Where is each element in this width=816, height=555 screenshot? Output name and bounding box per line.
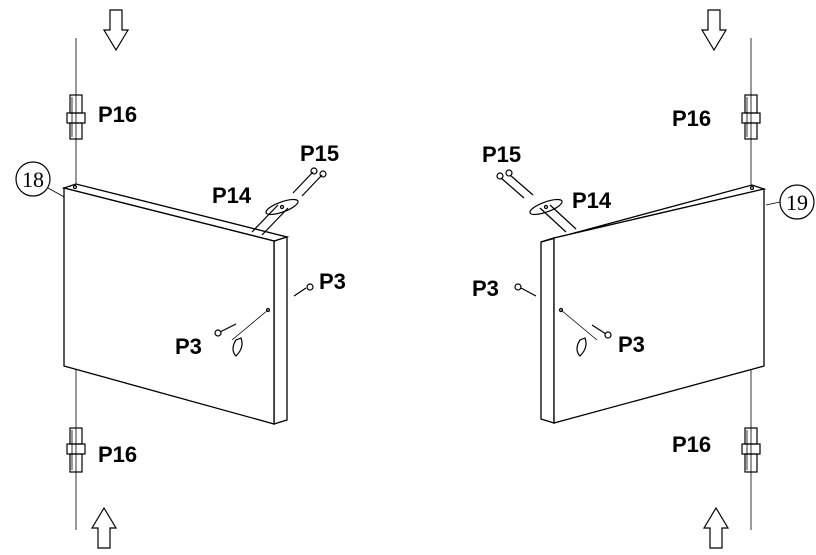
right-bracket-label: P14 — [572, 188, 612, 213]
right-screws-label: P15 — [482, 142, 521, 167]
callout-circle-icon — [15, 161, 67, 199]
left-bracket-label: P14 — [212, 183, 252, 208]
right-top-dowel-label: P16 — [672, 106, 711, 131]
screw-icon — [292, 167, 327, 197]
arrow-up-icon — [702, 506, 730, 549]
right-assembly: P16 19 P14 P15 — [472, 9, 815, 549]
dowel-icon — [741, 94, 761, 140]
right-panel-edge — [540, 237, 555, 424]
screw-icon — [293, 283, 314, 297]
callout-circle-icon — [765, 184, 815, 220]
right-bottom-dowel-label: P16 — [672, 432, 711, 457]
left-panel-edge — [273, 236, 288, 425]
left-assembly: P16 18 P14 P15 — [15, 9, 346, 549]
arrow-down-icon — [700, 9, 728, 52]
right-panel-number: 19 — [786, 190, 808, 215]
dowel-icon — [66, 427, 86, 473]
left-bottom-dowel-label: P16 — [98, 442, 137, 467]
right-edge-cam-label: P3 — [472, 276, 499, 301]
dowel-icon — [66, 94, 86, 140]
cam-lock-icon — [558, 307, 612, 357]
dowel-icon — [741, 427, 761, 473]
left-face-cam-label: P3 — [175, 334, 202, 359]
bracket-icon — [529, 198, 577, 233]
screw-icon — [514, 283, 537, 297]
bracket-icon — [251, 198, 299, 236]
left-panel-number: 18 — [22, 167, 44, 192]
cam-lock-icon — [214, 307, 271, 357]
arrow-down-icon — [102, 9, 130, 52]
screw-icon — [496, 169, 534, 199]
left-top-dowel-label: P16 — [98, 102, 137, 127]
right-panel-face — [553, 188, 765, 424]
left-edge-cam-label: P3 — [319, 269, 346, 294]
left-screws-label: P15 — [300, 141, 339, 166]
right-face-cam-label: P3 — [618, 332, 645, 357]
left-panel-face — [63, 187, 275, 425]
arrow-up-icon — [90, 506, 118, 549]
